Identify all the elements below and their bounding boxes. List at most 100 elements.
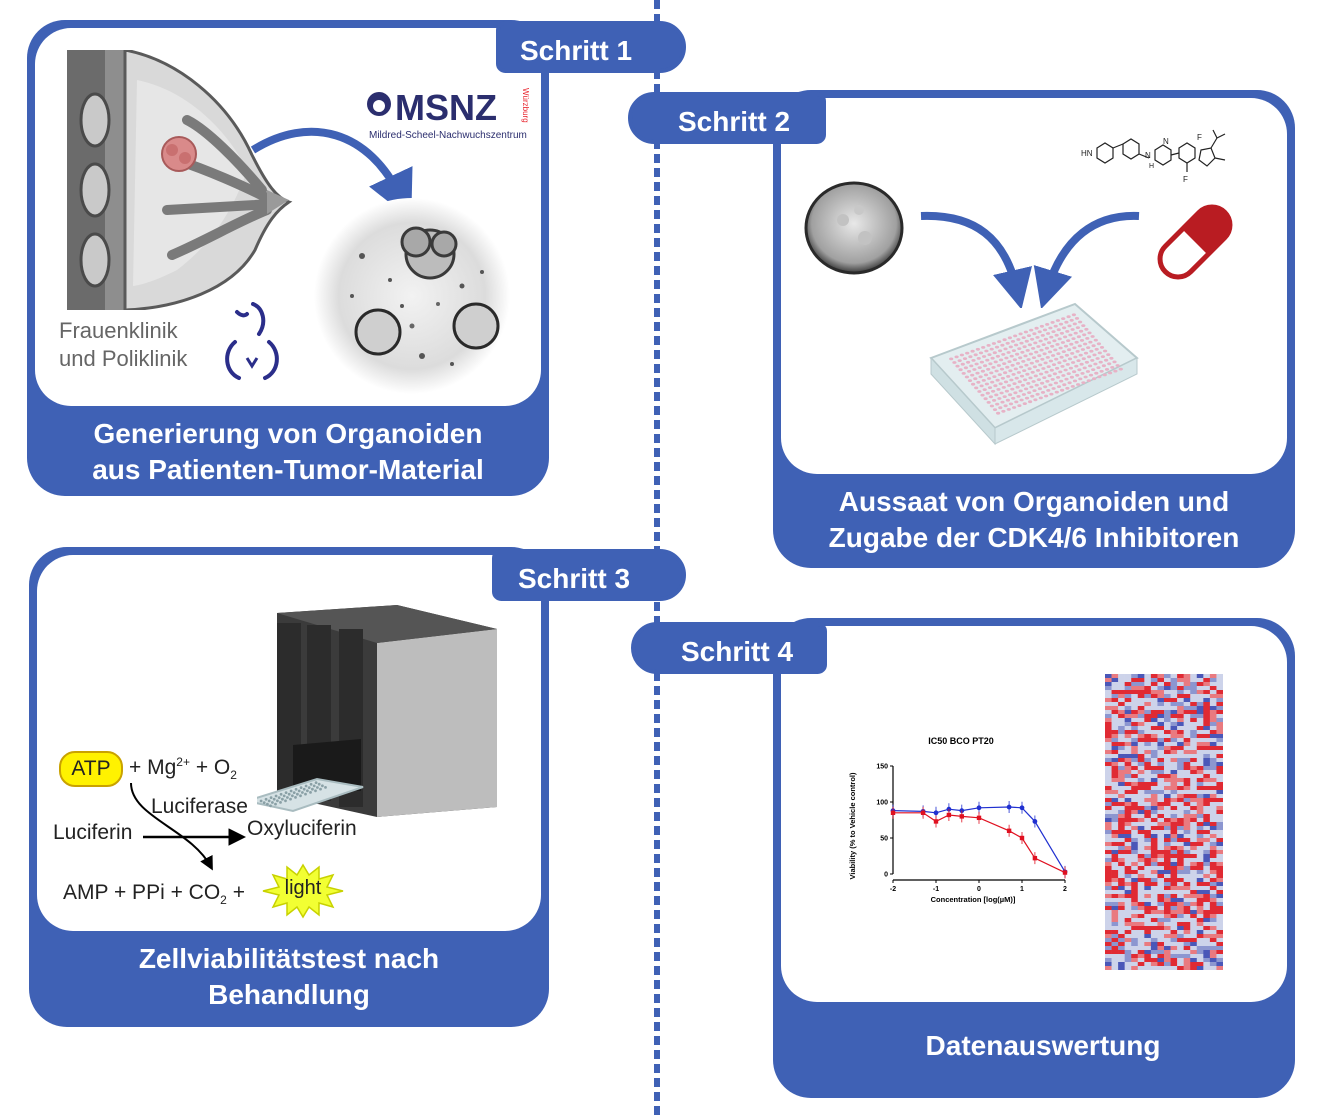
- plate-well: [1069, 318, 1074, 322]
- heatmap-cell: [1144, 902, 1152, 907]
- heatmap-cell: [1124, 838, 1132, 843]
- plate-well: [1006, 375, 1011, 378]
- heatmap-cell: [1118, 950, 1125, 955]
- heatmap-cell: [1203, 894, 1211, 899]
- heatmap-cell: [1170, 850, 1178, 855]
- heatmap-cell: [1157, 702, 1165, 707]
- heatmap-cell: [1124, 802, 1132, 807]
- reader-well: [319, 787, 322, 791]
- plate-well: [1059, 379, 1064, 383]
- plate-well: [1018, 332, 1023, 336]
- heatmap-cell: [1209, 826, 1217, 831]
- heatmap-cell: [1164, 886, 1171, 891]
- plate-well: [1059, 355, 1064, 359]
- heatmap-cell: [1203, 930, 1211, 935]
- plate-well: [1037, 330, 1042, 334]
- heatmap-cell: [1177, 746, 1184, 751]
- heatmap-cell: [1105, 778, 1112, 783]
- heatmap-cell: [1164, 686, 1171, 691]
- heatmap-cells: [1105, 674, 1223, 970]
- heatmap-cell: [1124, 926, 1132, 931]
- heatmap-cell: [1131, 686, 1139, 691]
- heatmap-cell: [1203, 958, 1211, 963]
- heatmap-cell: [1164, 922, 1171, 927]
- heatmap-cell: [1203, 902, 1211, 907]
- heatmap-cell: [1190, 926, 1198, 931]
- heatmap-cell: [1190, 870, 1198, 875]
- heatmap-cell: [1170, 754, 1178, 759]
- heatmap-cell: [1150, 958, 1158, 963]
- heatmap-cell: [1196, 802, 1204, 807]
- heatmap-cell: [1157, 874, 1165, 879]
- heatmap-cell: [1216, 962, 1223, 967]
- plate-well: [1068, 366, 1073, 370]
- heatmap-cell: [1105, 754, 1112, 759]
- heatmap-cell: [1150, 778, 1158, 783]
- plate-well: [1027, 343, 1032, 347]
- heatmap-cell: [1131, 882, 1139, 887]
- heatmap-cell: [1137, 770, 1145, 775]
- heatmap-cell: [1196, 854, 1204, 859]
- heatmap-cell: [1105, 826, 1112, 831]
- heatmap-cell: [1111, 694, 1119, 699]
- heatmap-cell: [1105, 850, 1112, 855]
- heatmap-cell: [1203, 702, 1211, 707]
- heatmap-cell: [1216, 826, 1223, 831]
- heatmap-cell: [1183, 846, 1191, 851]
- plate-well: [1053, 381, 1058, 385]
- heatmap-cell: [1203, 822, 1211, 827]
- reader-well: [321, 784, 324, 788]
- heatmap-cell: [1203, 846, 1211, 851]
- heatmap-cell: [1150, 758, 1158, 763]
- heatmap-cell: [1105, 790, 1112, 795]
- plate-well: [1042, 328, 1048, 332]
- heatmap-cell: [1177, 870, 1184, 875]
- heatmap-cell: [1190, 702, 1198, 707]
- heatmap-cell: [1118, 742, 1125, 747]
- heatmap-cell: [1111, 902, 1119, 907]
- molecule-n2-label: N: [1163, 137, 1169, 146]
- heatmap-cell: [1216, 854, 1223, 859]
- heatmap-cell: [1190, 754, 1198, 759]
- heatmap-cell: [1131, 758, 1139, 763]
- heatmap-cell: [1216, 882, 1223, 887]
- heatmap-cell: [1144, 954, 1152, 959]
- heatmap-cell: [1118, 918, 1125, 923]
- plate-well: [991, 366, 996, 369]
- heatmap-cell: [1105, 746, 1112, 751]
- heatmap-cell: [1164, 870, 1171, 875]
- heatmap-cell: [1111, 946, 1119, 951]
- heatmap-cell: [1164, 938, 1171, 943]
- series-line: [893, 812, 1066, 874]
- heatmap-cell: [1118, 906, 1125, 911]
- heatmap-cell: [1111, 710, 1119, 715]
- heatmap-cell: [1177, 762, 1184, 767]
- heatmap-cell: [1118, 958, 1125, 963]
- heatmap-cell: [1105, 922, 1112, 927]
- heatmap-cell: [1118, 934, 1125, 939]
- reaction-plus-mg: + Mg: [129, 756, 177, 779]
- heatmap-cell: [1183, 922, 1191, 927]
- y-tick-label: 100: [876, 800, 888, 807]
- plate-well: [983, 364, 988, 368]
- heatmap-cell: [1137, 738, 1145, 743]
- heatmap-cell: [1137, 846, 1145, 851]
- heatmap-cell: [1150, 898, 1158, 903]
- plate-well: [980, 393, 985, 397]
- heatmap-cell: [1111, 706, 1119, 711]
- plate-well: [999, 391, 1004, 395]
- clinic-name-line1: Frauenklinik: [59, 318, 178, 343]
- heatmap-cell: [1170, 758, 1178, 763]
- heatmap-cell: [1190, 826, 1198, 831]
- heatmap-cell: [1183, 870, 1191, 875]
- heatmap-cell: [1111, 906, 1119, 911]
- heatmap-cell: [1118, 682, 1125, 687]
- reaction-mg-charge: 2+: [176, 755, 190, 769]
- heatmap-cell: [1190, 802, 1198, 807]
- heatmap-cell: [1105, 890, 1112, 895]
- reader-well: [299, 794, 302, 798]
- plate-well: [1080, 348, 1085, 351]
- molecule-f1-label: F: [1197, 133, 1202, 142]
- plate-well: [1002, 362, 1007, 365]
- heatmap-cell: [1216, 790, 1223, 795]
